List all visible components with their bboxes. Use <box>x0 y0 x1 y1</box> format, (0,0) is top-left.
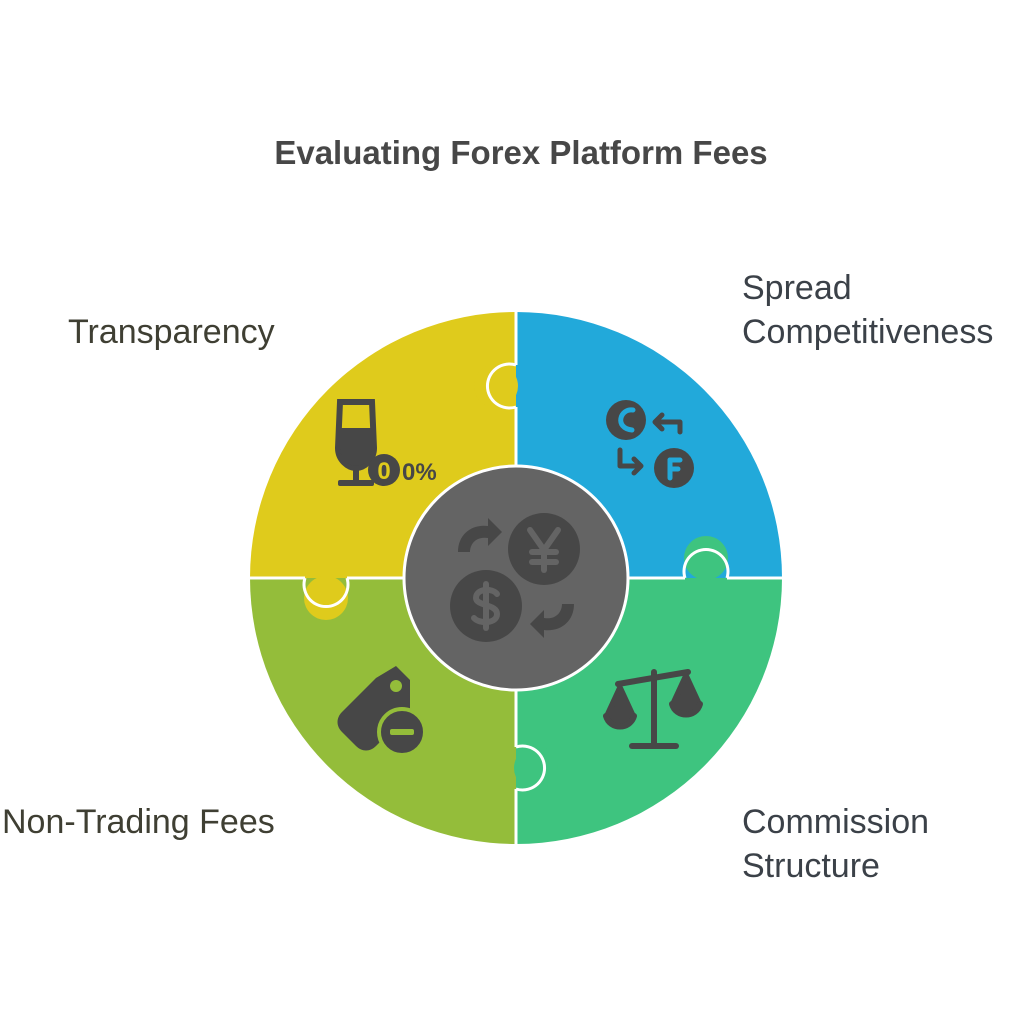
puzzle-tab-bottom <box>514 746 558 790</box>
svg-text:0%: 0% <box>402 459 437 486</box>
label-commission-structure: Commission Structure <box>742 803 930 885</box>
price-tag-minus-icon <box>337 666 427 757</box>
balance-scale-icon <box>603 669 703 749</box>
puzzle-tab-right <box>684 536 728 580</box>
label-non-trading-fees: Non-Trading Fees <box>2 803 275 841</box>
puzzle-tab-left <box>304 576 348 620</box>
currency-exchange-icon <box>606 400 694 488</box>
wine-glass-zero-percent-icon: 0 0% <box>334 399 437 486</box>
label-transparency: Transparency <box>68 313 275 351</box>
label-spread-competitiveness: Spread Competitiveness <box>742 269 994 351</box>
puzzle-tab-top <box>474 364 518 408</box>
diagram-title: Evaluating Forex Platform Fees <box>274 134 768 171</box>
segment-dividers <box>248 310 784 846</box>
center-circle <box>402 464 630 692</box>
svg-text:0: 0 <box>377 458 390 485</box>
dollar-yen-exchange-icon <box>450 513 580 642</box>
